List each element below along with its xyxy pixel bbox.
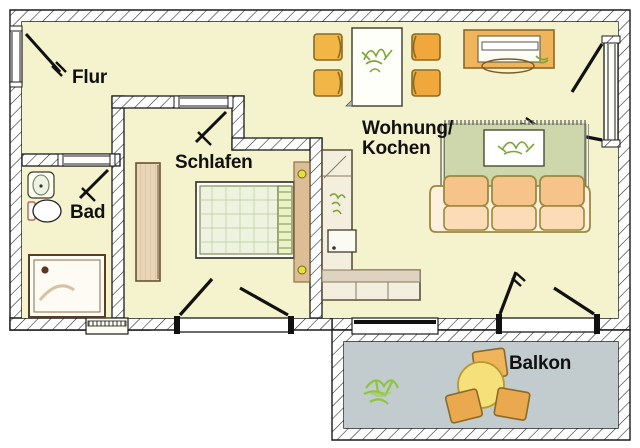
potted-plant-icon: [363, 379, 400, 405]
bedroom-door[interactable]: [173, 95, 234, 146]
wardrobe-icon: [135, 162, 161, 282]
room-label-bad: Bad: [70, 202, 106, 223]
bedside-wall-icon: [293, 161, 311, 283]
toilet-icon: [27, 199, 62, 223]
shower-icon: [28, 254, 106, 318]
balcony-door-left[interactable]: [174, 277, 294, 334]
dining-set: [313, 27, 441, 107]
kitchen-counter: [321, 149, 421, 301]
balkon-furniture: [363, 347, 531, 424]
dining-table-icon: [345, 27, 403, 107]
balcony-sill-left: [351, 317, 439, 335]
balcony-chair-icon: [444, 388, 484, 424]
living-area: [429, 120, 591, 233]
room-label-schlafen: Schlafen: [175, 152, 253, 173]
dining-chair-icon: [411, 33, 441, 61]
bed-icon: [195, 181, 295, 259]
room-label-flur: Flur: [72, 67, 108, 88]
bath-door[interactable]: [57, 153, 116, 202]
dining-chair-icon: [313, 69, 343, 97]
sideboard-icon: [463, 29, 555, 74]
coffee-table-icon: [483, 129, 545, 167]
sink-icon: [27, 171, 55, 199]
room-label-wohnung-kochen: Wohnung/ Kochen: [362, 118, 453, 159]
dining-chair-icon: [313, 33, 343, 61]
plant-table-icon: [361, 48, 393, 73]
sofa-icon: [429, 175, 591, 233]
balcony-door-right[interactable]: [496, 271, 600, 334]
schlafen-furniture: [135, 161, 311, 283]
window-bath[interactable]: [85, 317, 129, 335]
plant-small-icon: [329, 193, 346, 215]
balcony-chair-icon: [493, 387, 531, 421]
entrance-door[interactable]: [9, 25, 67, 88]
dining-chair-icon: [411, 69, 441, 97]
room-label-balkon: Balkon: [509, 353, 572, 374]
bad-fixtures: [27, 171, 106, 318]
openings: [9, 25, 621, 335]
sink-kitchen-icon: [327, 229, 357, 253]
